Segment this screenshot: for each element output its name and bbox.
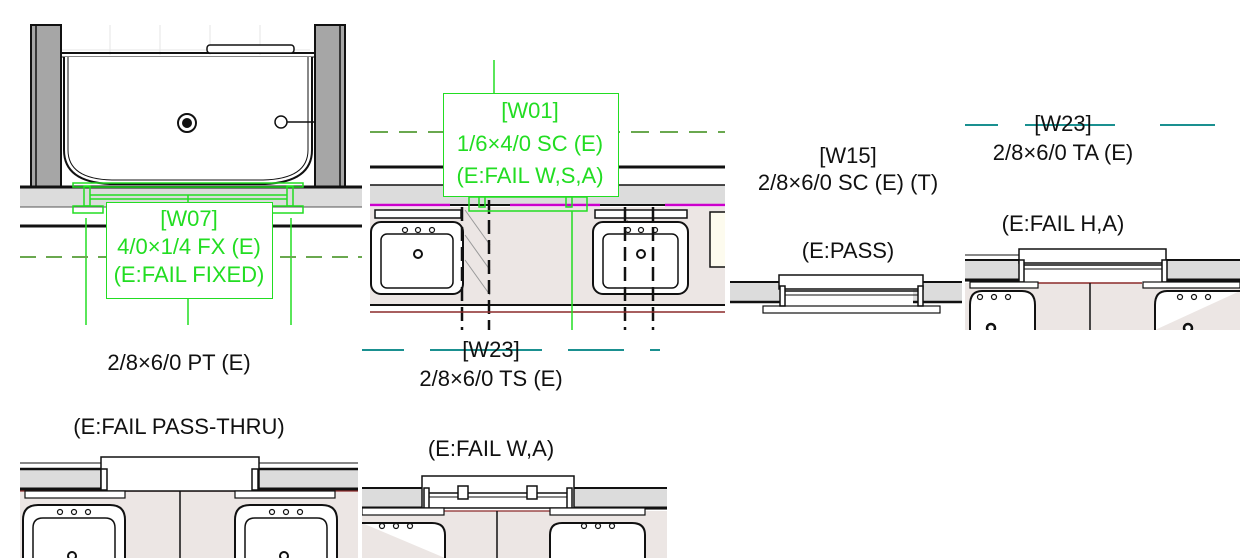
- panel-pt: 2/8×6/0 PT (E) (E:FAIL PASS-THRU): [0, 330, 362, 558]
- panel-w15: [W15] 2/8×6/0 SC (E) (T) (E:PASS): [730, 130, 962, 330]
- w23-ts-status: (E:FAIL W,A): [427, 436, 555, 461]
- w23-ta-tag-id: [W23]: [1034, 111, 1092, 136]
- drain-icon: [413, 249, 423, 259]
- w15-plan-drawing: [730, 274, 962, 314]
- drain-icon: [279, 551, 289, 558]
- drain-icon: [1182, 322, 1194, 330]
- w15-status: (E:PASS): [801, 238, 895, 263]
- w01-status: (E:FAIL W,S,A): [456, 163, 604, 188]
- panel-w01: [W01] 1/6×4/0 SC (E) (E:FAIL W,S,A): [365, 60, 725, 330]
- w01-tag-id: [W01]: [501, 98, 559, 123]
- w23-ts-tag-id: [W23]: [462, 337, 520, 362]
- w23-ta-plan-drawing: [965, 124, 1240, 330]
- drain-icon: [985, 322, 997, 330]
- window-symbol: [421, 475, 575, 509]
- w15-tag-id: [W15]: [819, 143, 877, 168]
- tub-grab-bar: [206, 44, 295, 54]
- w07-status: (E:FAIL FIXED): [113, 262, 265, 287]
- drain-icon: [67, 551, 77, 558]
- panel-w23-ts: [W23] 2/8×6/0 TS (E) (E:FAIL W,A): [362, 330, 667, 558]
- sink: [969, 290, 1036, 330]
- pt-plan-drawing: [20, 456, 358, 558]
- window-symbol: [762, 274, 941, 314]
- w07-size-type: 4/0×1/4 FX (E): [117, 234, 261, 259]
- panel-w23-ta: [W23] 2/8×6/0 TA (E) (E:FAIL H,A): [965, 100, 1240, 330]
- w07-plan-drawing: [20, 24, 362, 325]
- w01-tag-box: [443, 93, 619, 197]
- w01-size-type: 1/6×4/0 SC (E): [456, 131, 604, 156]
- panel-w07: [W07] 4/0×1/4 FX (E) (E:FAIL FIXED): [0, 0, 362, 330]
- pass-thru-opening: [100, 456, 260, 492]
- w23-ts-plan-drawing: [362, 349, 667, 558]
- w23-ta-size-type: 2/8×6/0 TA (E): [992, 140, 1134, 165]
- sink: [362, 522, 446, 558]
- pt-status: (E:FAIL PASS-THRU): [73, 414, 285, 439]
- w07-tag-box: [106, 202, 273, 299]
- window-symbol: [468, 60, 588, 330]
- exterior-wall: [20, 187, 362, 207]
- w15-size-type: 2/8×6/0 SC (E) (T): [757, 170, 939, 195]
- window-symbol: [1018, 248, 1168, 283]
- sink: [1154, 290, 1240, 330]
- w23-ts-size-type: 2/8×6/0 TS (E): [419, 366, 563, 391]
- drain-icon: [636, 249, 646, 259]
- sink: [549, 522, 646, 558]
- w23-ta-status: (E:FAIL H,A): [1001, 211, 1125, 236]
- faucet-icon: [274, 115, 288, 129]
- w01-plan-drawing: [370, 60, 725, 330]
- pt-size-type: 2/8×6/0 PT (E): [107, 350, 251, 375]
- w07-tag-id: [W07]: [160, 206, 218, 231]
